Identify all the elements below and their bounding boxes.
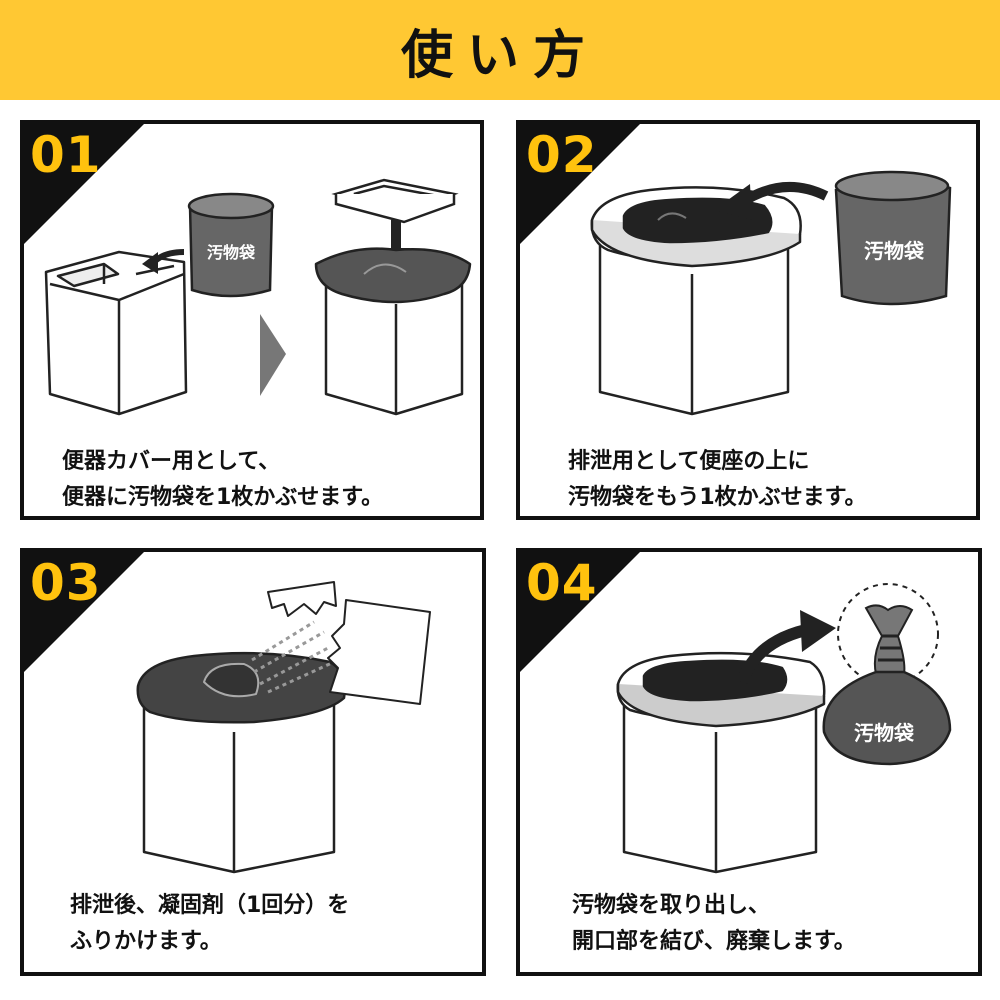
step-number: 04 xyxy=(526,554,598,612)
bag-label: 汚物袋 xyxy=(207,243,256,262)
caption-line: 汚物袋を取り出し、 xyxy=(572,893,771,918)
header-banner: 使い方 xyxy=(0,0,1000,100)
step-caption: 排泄後、凝固剤（1回分）を ふりかけます。 xyxy=(24,888,482,960)
step-number: 02 xyxy=(526,126,598,184)
step-number: 01 xyxy=(30,126,102,184)
powder-spray-icon xyxy=(251,620,335,694)
seat-frame-icon xyxy=(331,178,459,224)
corner-triangle xyxy=(24,124,144,244)
dashed-circle-icon xyxy=(837,583,939,685)
step-1-illustration: 汚物袋 xyxy=(44,178,472,416)
caption-line: 排泄用として便座の上に xyxy=(568,449,810,474)
step-panel-2: 02 汚物袋 排泄用として便座の上に 汚物袋をもう1枚かぶせます。 xyxy=(516,120,980,520)
step-caption: 便器カバー用として、 便器に汚物袋を1枚かぶせます。 xyxy=(24,444,480,516)
covered-toilet-icon xyxy=(314,247,472,416)
toilet-seat-icon xyxy=(616,651,826,874)
page-title: 使い方 xyxy=(400,25,599,86)
toilet-seat-icon xyxy=(590,186,802,416)
corner-triangle xyxy=(24,552,144,672)
step-caption: 汚物袋を取り出し、 開口部を結び、廃棄します。 xyxy=(520,888,978,960)
step-panel-1: 01 汚物袋 xyxy=(20,120,484,520)
toilet-box-icon xyxy=(44,250,188,416)
step-number: 03 xyxy=(30,554,102,612)
step-4-illustration: 汚物袋 xyxy=(616,583,952,874)
corner-triangle xyxy=(520,552,640,672)
waste-bag-icon: 汚物袋 xyxy=(834,170,952,306)
caption-line: 排泄後、凝固剤（1回分）を xyxy=(70,893,350,918)
step-caption: 排泄用として便座の上に 汚物袋をもう1枚かぶせます。 xyxy=(520,444,976,516)
step-panel-4: 04 汚物袋 汚物袋を取り出し、 開口部を結び、廃棄します。 xyxy=(516,548,982,976)
waste-bag-icon: 汚物袋 xyxy=(187,192,275,298)
bag-label: 汚物袋 xyxy=(864,239,925,263)
caption-line: 便器カバー用として、 xyxy=(62,449,281,474)
step-panel-3: 03 排泄後、凝固剤（1回分）を ふりかけます。 xyxy=(20,548,486,976)
caption-line: 汚物袋をもう1枚かぶせます。 xyxy=(568,485,867,510)
step-2-illustration: 汚物袋 xyxy=(590,170,952,416)
bag-label: 汚物袋 xyxy=(854,721,915,745)
tied-bag-icon: 汚物袋 xyxy=(822,604,952,766)
caption-line: 開口部を結び、廃棄します。 xyxy=(572,929,856,954)
caption-line: ふりかけます。 xyxy=(70,929,222,954)
used-toilet-icon xyxy=(136,651,346,874)
step-3-illustration xyxy=(136,581,431,874)
sachet-icon xyxy=(267,581,431,705)
caption-line: 便器に汚物袋を1枚かぶせます。 xyxy=(62,485,384,510)
next-arrow-icon xyxy=(260,314,286,396)
